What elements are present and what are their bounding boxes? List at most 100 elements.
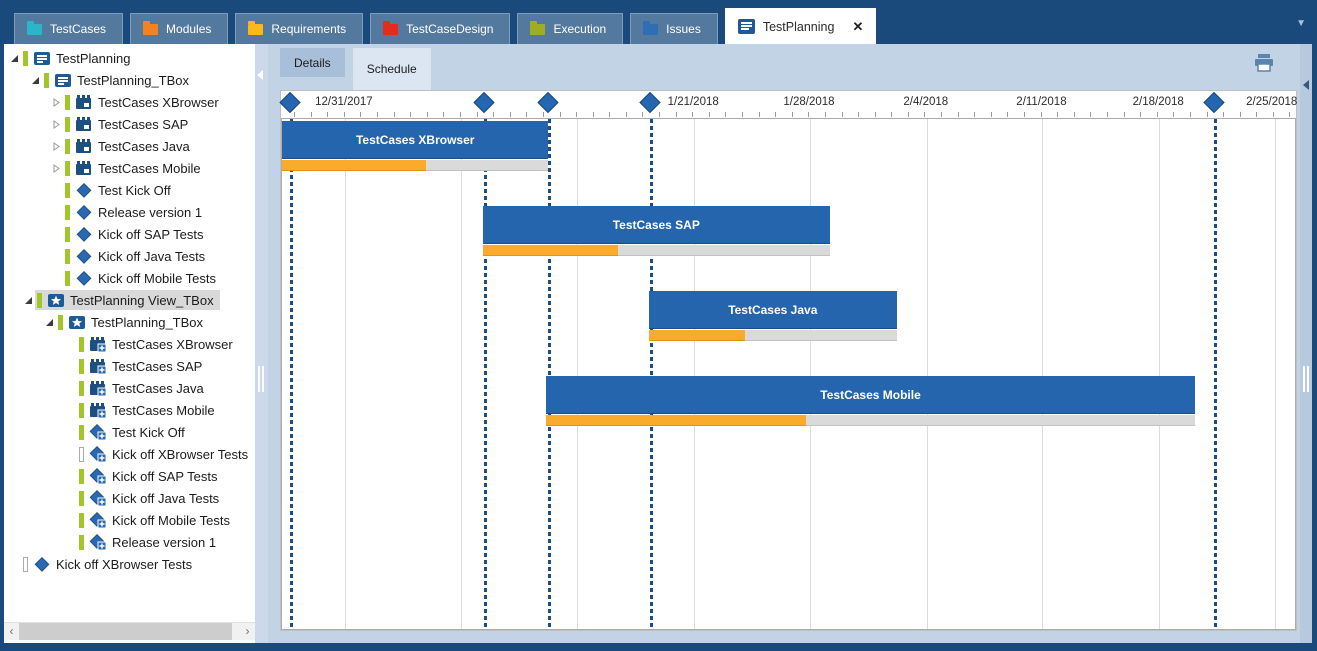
calendar-icon: [75, 138, 93, 155]
week-gridline: [577, 119, 579, 629]
day-tick: [294, 112, 296, 117]
day-tick: [1256, 112, 1258, 117]
milestone-diamond[interactable]: [279, 91, 301, 114]
tree-item-kick-off-mobile-tests[interactable]: Kick off Mobile Tests: [4, 509, 255, 531]
tree-row-content: Kick off Mobile Tests: [63, 268, 222, 288]
tab-details[interactable]: Details: [280, 48, 345, 77]
tab-requirements[interactable]: Requirements: [235, 13, 364, 44]
milestone-diamond[interactable]: [472, 91, 495, 114]
tree-item-testplanning-tbox[interactable]: TestPlanning_TBox: [4, 311, 255, 333]
tree-item-kick-off-mobile-tests[interactable]: Kick off Mobile Tests: [4, 267, 255, 289]
tree-item-testcases-sap[interactable]: TestCases SAP: [4, 355, 255, 377]
status-bar: [65, 160, 70, 176]
tree-row-content: TestCases Mobile: [77, 400, 221, 420]
task-bar-label: TestCases XBrowser: [355, 132, 475, 147]
tree-item-testplanning[interactable]: TestPlanning: [4, 47, 255, 69]
expanded-arrow-icon[interactable]: [22, 296, 35, 305]
tree-row-content: Kick off XBrowser Tests: [77, 444, 254, 464]
day-tick: [493, 112, 495, 117]
task-bar[interactable]: TestCases XBrowser: [282, 121, 549, 159]
expanded-arrow-icon[interactable]: [8, 54, 21, 63]
tab-execution[interactable]: Execution: [517, 13, 624, 44]
task-bar[interactable]: TestCases Java: [648, 291, 897, 329]
day-tick: [1140, 112, 1142, 117]
week-gridline: [926, 119, 928, 629]
tree-item-testcases-xbrowser[interactable]: TestCases XBrowser: [4, 91, 255, 113]
scroll-left-icon[interactable]: ‹: [9, 624, 14, 638]
milestone-dotted-line: [650, 119, 654, 629]
tab-modules[interactable]: Modules: [130, 13, 229, 44]
right-splitter-grip[interactable]: [1303, 366, 1309, 392]
day-tick: [808, 112, 810, 117]
milestone-diamond[interactable]: [537, 91, 560, 114]
status-bar: [79, 490, 84, 506]
collapsed-arrow-icon[interactable]: [50, 163, 63, 173]
collapsed-arrow-icon[interactable]: [50, 97, 63, 107]
tree-item-testcases-sap[interactable]: TestCases SAP: [4, 113, 255, 135]
tree-item-kick-off-xbrowser-tests[interactable]: Kick off XBrowser Tests: [4, 443, 255, 465]
status-bar: [79, 424, 84, 440]
tree-item-kick-off-sap-tests[interactable]: Kick off SAP Tests: [4, 465, 255, 487]
tab-testcasedesign[interactable]: TestCaseDesign: [370, 13, 511, 44]
right-splitter[interactable]: [1300, 44, 1312, 643]
week-gridline: [460, 119, 462, 629]
tab-overflow-icon[interactable]: ▼: [1296, 18, 1306, 29]
milestone-diamond[interactable]: [639, 91, 661, 114]
tree-item-label: TestCases Mobile: [112, 402, 215, 418]
collapse-right-icon[interactable]: [1303, 80, 1309, 90]
progress-track: [648, 330, 897, 341]
tree-item-testplanning-tbox[interactable]: TestPlanning_TBox: [4, 69, 255, 91]
scrollbar-thumb[interactable]: [19, 623, 232, 640]
diamond-icon: [75, 204, 93, 221]
day-tick: [1090, 112, 1092, 117]
left-splitter[interactable]: [255, 44, 268, 643]
tab-testplanning[interactable]: TestPlanning✕: [724, 8, 877, 44]
day-tick: [1024, 112, 1026, 117]
tree-item-release-version-1[interactable]: Release version 1: [4, 531, 255, 553]
day-tick: [891, 112, 893, 117]
tab-schedule[interactable]: Schedule: [352, 48, 431, 90]
tree-horizontal-scrollbar[interactable]: ‹ ›: [4, 622, 255, 640]
tree-item-kick-off-java-tests[interactable]: Kick off Java Tests: [4, 245, 255, 267]
progress-track: [546, 415, 1195, 426]
tab-label: Execution: [553, 22, 607, 36]
tab-issues[interactable]: Issues: [630, 13, 718, 44]
tree-item-test-kick-off[interactable]: Test Kick Off: [4, 421, 255, 443]
left-splitter-grip[interactable]: [258, 366, 264, 392]
print-button[interactable]: [1253, 54, 1275, 72]
task-bar[interactable]: TestCases Mobile: [546, 376, 1195, 414]
day-tick: [625, 112, 627, 117]
collapsed-arrow-icon[interactable]: [50, 141, 63, 151]
tree-item-testcases-java[interactable]: TestCases Java: [4, 377, 255, 399]
milestone-diamond[interactable]: [1203, 91, 1225, 114]
tree-item-test-kick-off[interactable]: Test Kick Off: [4, 179, 255, 201]
expanded-arrow-icon[interactable]: [43, 318, 56, 327]
tree-row-content: TestPlanning_TBox: [56, 312, 209, 332]
tree-item-release-version-1[interactable]: Release version 1: [4, 201, 255, 223]
tree-item-testplanning-view-tbox[interactable]: TestPlanning View_TBox: [4, 289, 255, 311]
close-tab-icon[interactable]: ✕: [852, 18, 864, 34]
collapsed-arrow-icon[interactable]: [50, 119, 63, 129]
day-tick: [1040, 112, 1042, 117]
expanded-arrow-icon[interactable]: [29, 76, 42, 85]
milestone-dotted-line: [290, 119, 294, 629]
tree-item-kick-off-java-tests[interactable]: Kick off Java Tests: [4, 487, 255, 509]
scroll-right-icon[interactable]: ›: [245, 624, 250, 638]
tree-row-content: TestPlanning View_TBox: [35, 290, 220, 310]
calendar-plus-icon: [89, 380, 107, 397]
tree-item-testcases-mobile[interactable]: TestCases Mobile: [4, 157, 255, 179]
task-bar[interactable]: TestCases SAP: [482, 206, 831, 244]
tree-item-testcases-mobile[interactable]: TestCases Mobile: [4, 399, 255, 421]
tree-item-kick-off-xbrowser-tests[interactable]: Kick off XBrowser Tests: [4, 553, 255, 575]
collapse-left-icon[interactable]: [257, 70, 263, 80]
tree-row-content: TestCases XBrowser: [63, 92, 225, 112]
tree-item-label: TestCases SAP: [112, 358, 203, 374]
week-gridline: [1275, 119, 1277, 629]
tree-item-label: TestPlanning_TBox: [91, 314, 204, 330]
tree-item-testcases-java[interactable]: TestCases Java: [4, 135, 255, 157]
tree-item-testcases-xbrowser[interactable]: TestCases XBrowser: [4, 333, 255, 355]
tree-item-kick-off-sap-tests[interactable]: Kick off SAP Tests: [4, 223, 255, 245]
tab-testcases[interactable]: TestCases: [14, 13, 124, 44]
